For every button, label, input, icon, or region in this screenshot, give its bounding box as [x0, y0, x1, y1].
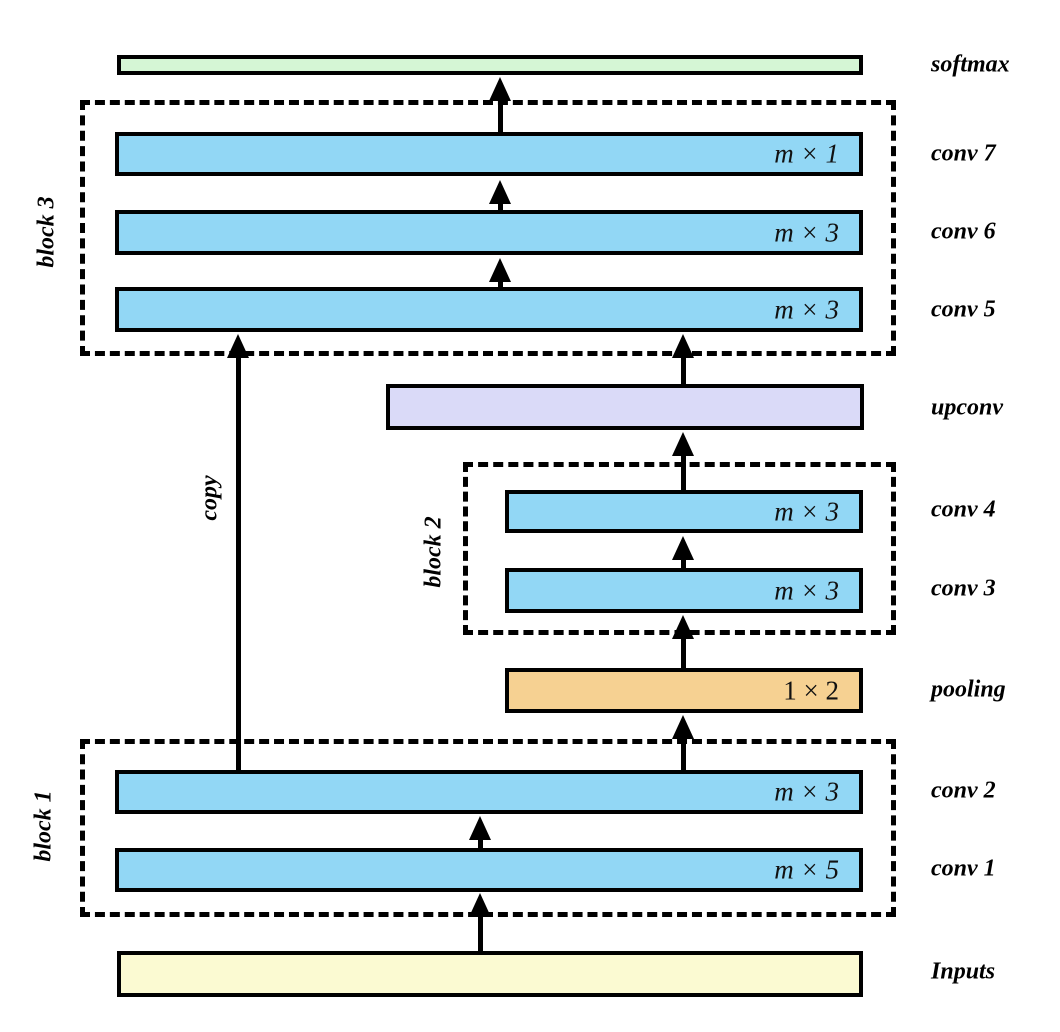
- arrow-stem: [497, 89, 503, 132]
- softmax-layer-label: softmax: [931, 51, 1010, 78]
- conv6-layer-label: conv 6: [931, 218, 996, 245]
- block3-group-box: [80, 100, 896, 356]
- arrow-stem: [680, 444, 686, 490]
- conv7-bar: m × 1: [115, 132, 863, 176]
- conv2-layer-label: conv 2: [931, 777, 996, 804]
- arrow-stem: [477, 905, 483, 951]
- arrow-stem: [680, 627, 686, 668]
- block3-label: block 3: [33, 196, 60, 268]
- conv1-layer-label: conv 1: [931, 855, 996, 882]
- inputs-layer-label: Inputs: [931, 958, 996, 985]
- conv4-bar: m × 3: [505, 490, 863, 533]
- conv4-layer-label: conv 4: [931, 496, 996, 523]
- arrow-conv5-to-conv6: [488, 258, 512, 287]
- conv6-kernel-label: m × 3: [774, 217, 839, 247]
- arrow-conv6-to-conv7: [488, 180, 512, 210]
- arrow-upconv-to-conv5: [671, 334, 695, 384]
- conv7-layer-label: conv 7: [931, 140, 996, 167]
- copy-label: copy: [196, 475, 223, 521]
- arrow-stem: [497, 192, 503, 210]
- conv2-bar: m × 3: [115, 770, 863, 814]
- arrow-conv2-to-pooling: [671, 715, 695, 770]
- softmax-bar: [117, 55, 863, 75]
- conv4-kernel-label: m × 3: [774, 496, 839, 526]
- conv1-bar: m × 5: [115, 848, 863, 892]
- conv5-bar: m × 3: [115, 287, 863, 332]
- arrow-conv3-to-conv4: [671, 536, 695, 568]
- block1-label: block 1: [30, 790, 57, 862]
- conv5-kernel-label: m × 3: [774, 294, 839, 324]
- upconv-layer-label: upconv: [931, 394, 1003, 421]
- inputs-bar: [117, 951, 863, 997]
- arrow-stem: [680, 727, 686, 770]
- pooling-layer-label: pooling: [931, 676, 1006, 703]
- arrow-inputs-to-conv1: [468, 893, 492, 951]
- conv2-kernel-label: m × 3: [774, 776, 839, 807]
- conv3-kernel-label: m × 3: [774, 575, 839, 605]
- arrow-stem: [477, 828, 483, 848]
- block2-label: block 2: [420, 516, 447, 588]
- arrow-stem: [680, 346, 686, 384]
- conv1-kernel-label: m × 5: [774, 854, 839, 885]
- arrow-copy-conv2-to-conv5: [226, 334, 250, 770]
- arrow-stem: [497, 270, 503, 287]
- arrow-conv7-to-softmax: [488, 77, 512, 132]
- conv7-kernel-label: m × 1: [774, 138, 839, 169]
- pooling-bar: 1 × 2: [505, 668, 863, 713]
- arrow-conv4-to-upconv: [671, 432, 695, 490]
- arrow-conv1-to-conv2: [468, 816, 492, 848]
- arrow-stem: [235, 346, 241, 770]
- pooling-kernel-label: 1 × 2: [783, 675, 839, 705]
- upconv-bar: [386, 384, 864, 430]
- conv3-bar: m × 3: [505, 568, 863, 613]
- arrow-stem: [680, 548, 686, 568]
- conv6-bar: m × 3: [115, 210, 863, 255]
- conv3-layer-label: conv 3: [931, 575, 996, 602]
- conv5-layer-label: conv 5: [931, 296, 996, 323]
- arrow-pooling-to-conv3: [671, 615, 695, 668]
